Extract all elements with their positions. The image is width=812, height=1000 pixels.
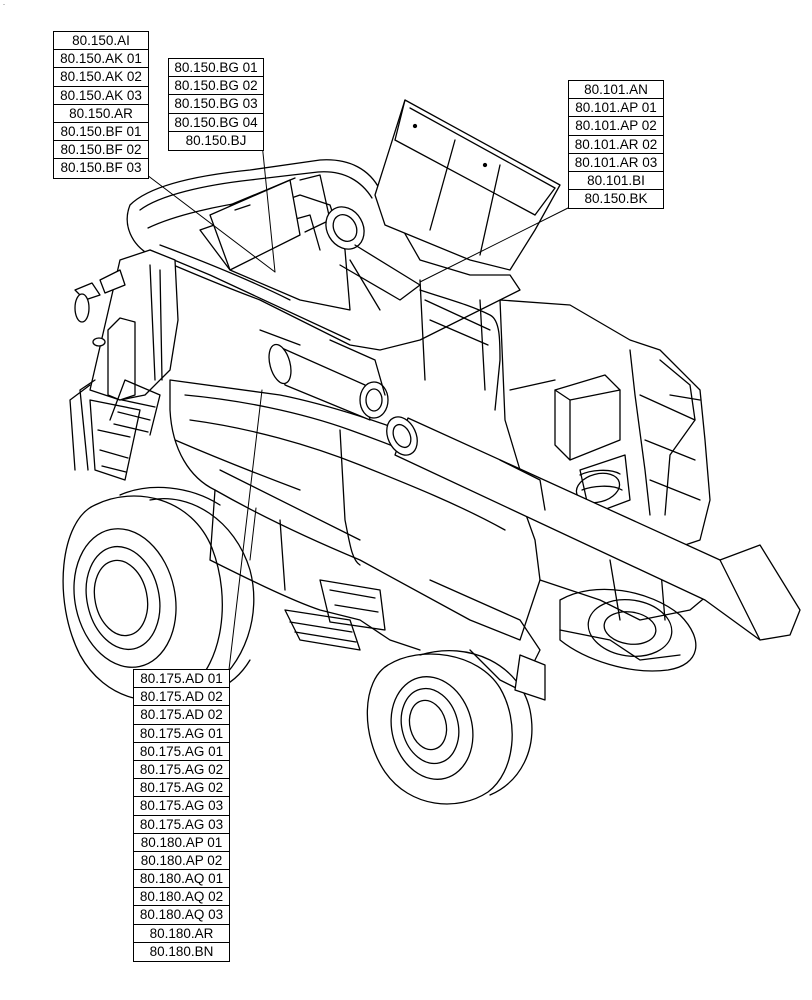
part-ref-label[interactable]: 80.101.AR 03 xyxy=(569,154,663,172)
part-ref-label[interactable]: 80.150.AK 02 xyxy=(54,68,148,87)
label-group-top-left: 80.150.AI 80.150.AK 01 80.150.AK 02 80.1… xyxy=(53,31,149,179)
part-ref-label[interactable]: 80.150.BG 03 xyxy=(169,95,263,114)
part-ref-label[interactable]: 80.150.AR xyxy=(54,105,148,123)
part-ref-label[interactable]: 80.175.AD 02 xyxy=(134,688,229,707)
part-ref-label[interactable]: 80.175.AG 03 xyxy=(134,816,229,834)
part-ref-label[interactable]: 80.150.BG 04 xyxy=(169,114,263,132)
part-ref-label[interactable]: 80.180.AR xyxy=(134,925,229,943)
corner-mark: - xyxy=(3,2,5,8)
part-ref-label[interactable]: 80.180.BN xyxy=(149,943,214,959)
part-ref-label[interactable]: 80.175.AG 01 xyxy=(134,743,229,761)
part-ref-label[interactable]: 80.101.AR 02 xyxy=(569,136,663,154)
label-group-top-center: 80.150.BG 01 80.150.BG 02 80.150.BG 03 8… xyxy=(168,58,264,151)
part-ref-label[interactable]: 80.175.AD 01 xyxy=(134,670,229,689)
cab xyxy=(69,249,179,481)
grain-tank xyxy=(126,99,561,411)
label-group-top-right: 80.101.AN 80.101.AP 01 80.101.AP 02 80.1… xyxy=(568,80,664,210)
part-ref-label[interactable]: 80.150.BF 03 xyxy=(60,160,142,176)
part-ref-label[interactable]: 80.150.BJ xyxy=(185,132,247,148)
engine-compartment xyxy=(499,299,711,561)
part-ref-label[interactable]: 80.180.AQ 03 xyxy=(134,906,229,925)
part-ref-label[interactable]: 80.180.AQ 02 xyxy=(134,888,229,907)
part-ref-label[interactable]: 80.101.AN xyxy=(569,81,663,100)
part-ref-label[interactable]: 80.175.AG 02 xyxy=(134,761,229,780)
part-ref-label[interactable]: 80.175.AG 03 xyxy=(134,797,229,816)
rear-wheel-left xyxy=(62,486,255,701)
part-ref-label[interactable]: 80.101.AP 02 xyxy=(569,117,663,136)
part-ref-label[interactable]: 80.150.BG 01 xyxy=(169,59,263,78)
part-ref-label[interactable]: 80.175.AG 01 xyxy=(134,725,229,743)
part-ref-label[interactable]: 80.150.BF 01 xyxy=(54,123,148,142)
part-ref-label[interactable]: 80.150.AI xyxy=(54,32,148,51)
part-ref-label[interactable]: 80.150.BG 02 xyxy=(169,77,263,96)
part-ref-label[interactable]: 80.150.BK xyxy=(584,191,648,207)
front-wheel xyxy=(366,650,533,805)
right-front-wheel xyxy=(559,588,697,672)
label-group-bottom-left: 80.175.AD 01 80.175.AD 02 80.175.AD 02 8… xyxy=(133,669,230,962)
machine-body xyxy=(169,379,721,701)
part-ref-label[interactable]: 80.101.BI xyxy=(569,172,663,191)
unloading-auger xyxy=(259,329,801,641)
part-ref-label[interactable]: 80.180.AP 02 xyxy=(134,852,229,871)
part-ref-label[interactable]: 80.150.AK 01 xyxy=(54,50,148,69)
part-ref-label[interactable]: 80.101.AP 01 xyxy=(569,99,663,118)
part-ref-label[interactable]: 80.150.AK 03 xyxy=(54,87,148,105)
part-ref-label[interactable]: 80.150.BF 02 xyxy=(54,141,148,160)
part-ref-label[interactable]: 80.180.AP 01 xyxy=(134,834,229,852)
leader-lines xyxy=(146,142,569,679)
part-ref-label[interactable]: 80.175.AG 02 xyxy=(134,779,229,798)
part-ref-label[interactable]: 80.180.AQ 01 xyxy=(134,870,229,889)
part-ref-label[interactable]: 80.175.AD 02 xyxy=(134,706,229,725)
